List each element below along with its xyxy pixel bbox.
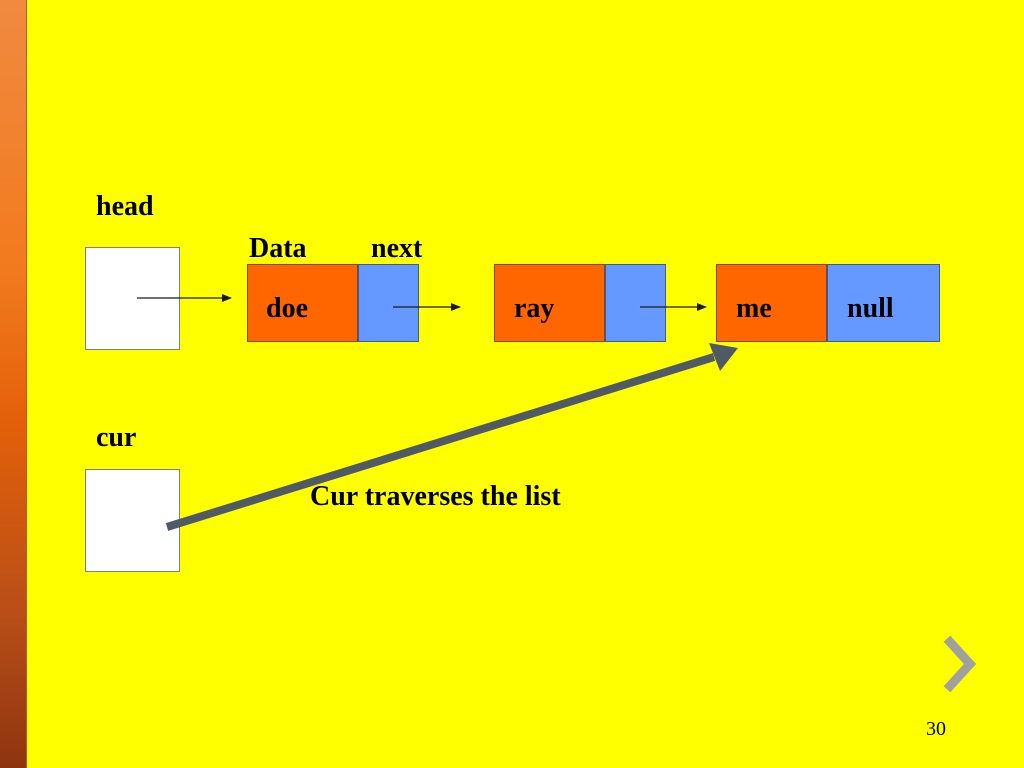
side-band — [0, 0, 27, 768]
node-next-cell — [605, 264, 666, 342]
list-node — [716, 264, 940, 342]
page-number: 30 — [926, 718, 946, 740]
node-data-cell — [494, 264, 605, 342]
node-next-cell — [358, 264, 419, 342]
data-field-label: Data — [249, 233, 307, 264]
cur-label: cur — [96, 422, 137, 453]
list-node — [247, 264, 419, 342]
node-next-cell — [827, 264, 940, 342]
node-data-value: ray — [514, 293, 555, 324]
node-data-value: doe — [266, 293, 308, 324]
node-data-value: me — [736, 293, 772, 324]
list-node — [494, 264, 666, 342]
caption: Cur traverses the list — [310, 481, 561, 512]
head-label: head — [96, 191, 154, 222]
traversal-arrow-head — [709, 343, 738, 371]
head-pointer-box — [85, 247, 180, 350]
chevron-right-icon[interactable] — [940, 636, 980, 692]
node-next-value: null — [847, 293, 894, 324]
node-data-cell — [247, 264, 358, 342]
node-data-cell — [716, 264, 827, 342]
next-field-label: next — [371, 233, 423, 264]
cur-pointer-box — [85, 469, 180, 572]
